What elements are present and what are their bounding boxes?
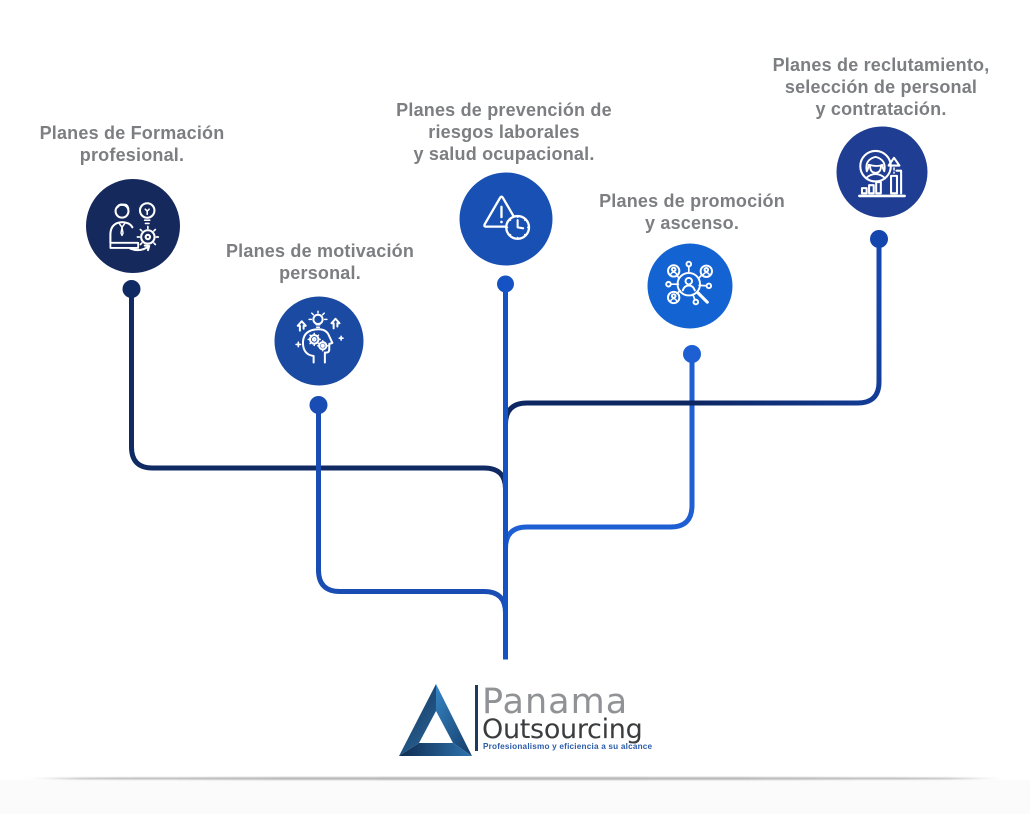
recruitment-growth-icon	[858, 149, 906, 198]
connector-promocion	[503, 357, 695, 566]
mind-gears-bulb-icon	[295, 310, 344, 364]
connector-dot-prevencion	[497, 275, 514, 293]
connector-dot-formacion	[122, 280, 141, 298]
hazard-warning-clock-icon	[483, 195, 531, 240]
connector-dot-promocion	[683, 345, 701, 363]
trainer-idea-gear-icon	[109, 202, 160, 252]
connector-dot-motivacion	[309, 396, 328, 414]
node-circle-formacion	[86, 179, 180, 273]
triangle-a-logo-icon	[399, 684, 472, 756]
brand-tagline: Profesionalismo y eficiencia a su alcanc…	[483, 742, 653, 751]
node-label-prevencion: Planes de prevención de riesgos laborale…	[396, 100, 612, 164]
connector-motivacion	[316, 408, 508, 632]
node-circle-prevencion	[459, 172, 553, 266]
node-label-reclutamiento: Planes de reclutamiento, selección de pe…	[772, 55, 990, 119]
node-label-formacion: Planes de Formación profesional.	[39, 123, 225, 165]
node-label-promocion: Planes de promoción y ascenso.	[599, 191, 785, 233]
logo-divider	[475, 685, 478, 751]
brand-name-top: Panama	[482, 682, 629, 722]
connector-dot-reclutamiento	[870, 230, 888, 248]
node-label-motivacion: Planes de motivación personal.	[225, 241, 415, 283]
bottom-shadow	[22, 777, 1008, 780]
talent-search-network-icon	[665, 260, 713, 306]
brand-name-bottom: Outsourcing	[482, 714, 643, 745]
footer-band	[0, 780, 1030, 814]
